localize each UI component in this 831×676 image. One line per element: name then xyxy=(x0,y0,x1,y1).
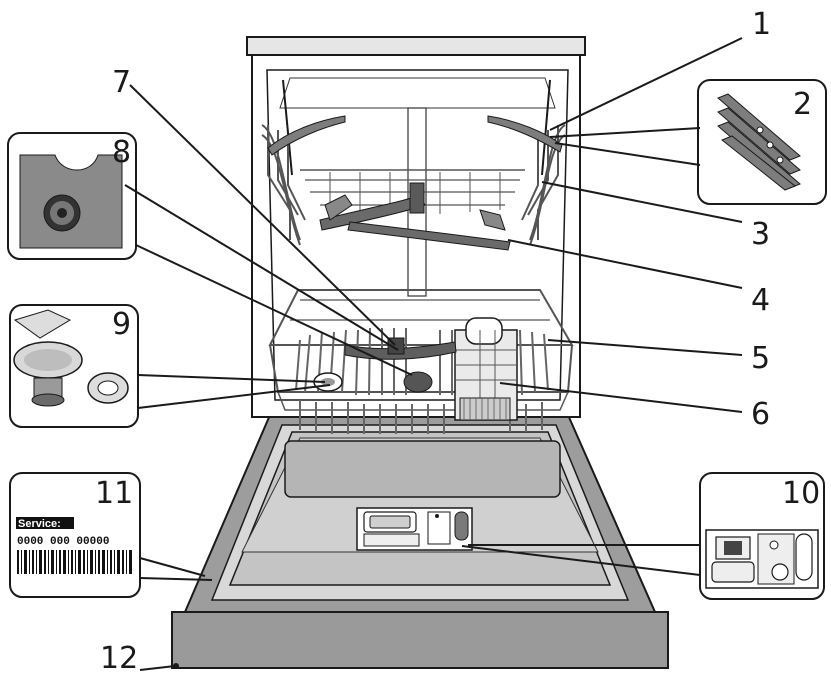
leader-3 xyxy=(541,181,743,223)
callout-6: 6 xyxy=(751,397,770,432)
callout-12: 12 xyxy=(100,641,138,676)
cup-shelves xyxy=(267,115,563,156)
door xyxy=(183,414,657,613)
inset-service-label xyxy=(9,472,141,598)
service-label-title: Service: xyxy=(18,518,61,530)
leader-1 xyxy=(549,37,743,131)
leader-11a xyxy=(139,557,206,577)
leader-lines xyxy=(124,37,743,671)
callout-11: 11 xyxy=(95,476,133,511)
leader-6 xyxy=(499,382,743,413)
inset-dispenser xyxy=(699,472,825,600)
callout-1: 1 xyxy=(752,7,771,42)
service-number: 0000 000 00000 xyxy=(17,536,109,548)
leader-8b xyxy=(135,244,413,376)
leader-9a xyxy=(137,374,326,383)
leader-7 xyxy=(129,84,396,346)
callout-9: 9 xyxy=(112,307,131,342)
leader-5 xyxy=(547,339,743,356)
leader-2a xyxy=(549,127,701,138)
inset-spray-arm-hub xyxy=(7,132,137,260)
leader-9b xyxy=(137,384,331,409)
cutlery-basket xyxy=(454,317,518,421)
callout-7: 7 xyxy=(112,65,131,100)
leader-12 xyxy=(139,665,176,671)
leader-4 xyxy=(507,239,743,289)
callout-3: 3 xyxy=(751,217,770,252)
detergent-dispenser xyxy=(356,507,473,551)
callout-10: 10 xyxy=(782,476,820,511)
lower-rack xyxy=(268,289,574,411)
lower-spray-arm xyxy=(344,337,457,393)
leader-11b xyxy=(139,577,213,581)
callout-4: 4 xyxy=(751,283,770,318)
upper-spray-arm xyxy=(319,182,511,251)
callout-2: 2 xyxy=(793,87,812,122)
inset-cup-shelves xyxy=(697,79,827,205)
leader-8a xyxy=(124,184,399,351)
callout-numbers: 1 2 3 4 5 6 7 8 9 10 11 12 xyxy=(95,7,820,676)
plinth xyxy=(171,611,669,669)
barcode xyxy=(17,550,132,574)
callout-8: 8 xyxy=(112,135,131,170)
inset-salt-refill xyxy=(9,304,139,428)
callout-5: 5 xyxy=(751,341,770,376)
leader-2b xyxy=(554,142,701,166)
leader-10b xyxy=(461,545,701,576)
